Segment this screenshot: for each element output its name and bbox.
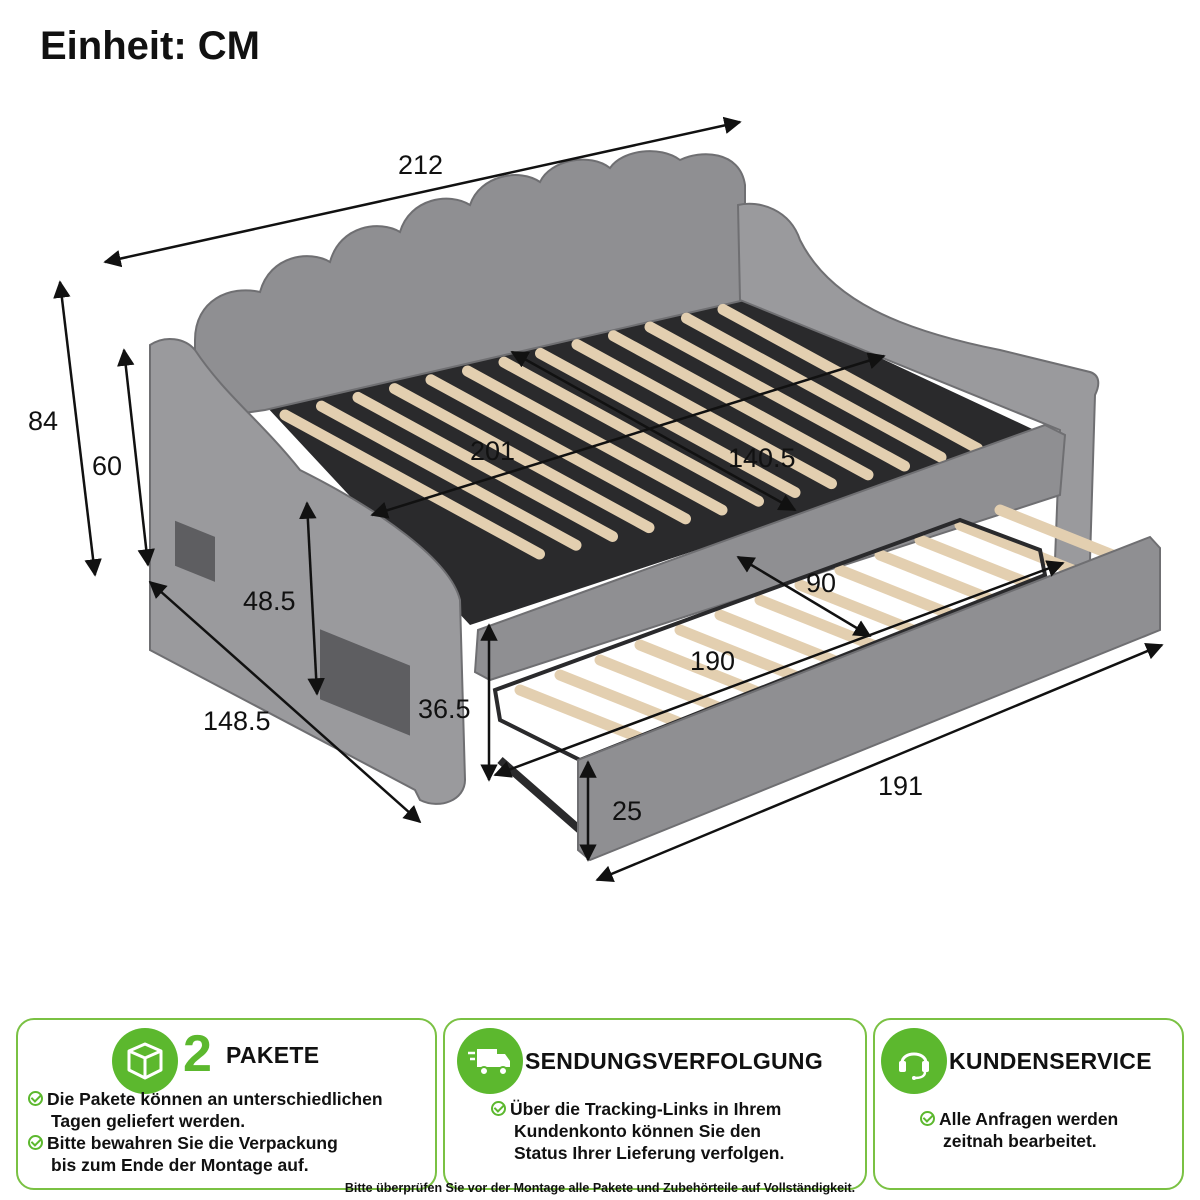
- daybed-dimension-diagram: 212 84 60 201 140.5 48.5 148.5 90 190 36…: [28, 116, 1164, 883]
- tracking-card: SENDUNGSVERFOLGUNG Über die Tracking-Lin…: [443, 1018, 867, 1190]
- packages-card: 2 PAKETE Die Pakete können an unterschie…: [16, 1018, 437, 1190]
- dim-side-height: 60: [92, 451, 122, 481]
- packages-title: PAKETE: [226, 1042, 320, 1068]
- package-count: 2: [183, 1025, 212, 1083]
- packages-item-1-cont: Tagen geliefert werden.: [51, 1111, 246, 1131]
- dim-line-trundle-length: [595, 642, 1164, 883]
- dim-line-total-height: [53, 280, 102, 577]
- dim-inner-width: 140.5: [728, 443, 796, 473]
- dim-line-total-depth: [148, 580, 422, 824]
- unit-title: Einheit: CM: [40, 24, 260, 68]
- check-icon: [920, 1111, 935, 1126]
- trundle-base: [497, 756, 583, 834]
- tracking-line-2: Kundenkonto können Sie den: [514, 1121, 761, 1141]
- packages-item-2-cont: bis zum Ende der Montage auf.: [51, 1155, 309, 1175]
- dim-arm-height: 48.5: [243, 586, 296, 616]
- delivery-truck-icon: [457, 1028, 523, 1094]
- dim-line-side-height: [117, 348, 155, 567]
- footer-note: Bitte überprüfen Sie vor der Montage all…: [344, 1181, 856, 1195]
- packages-item-2: Bitte bewahren Sie die Verpackung: [28, 1132, 338, 1154]
- check-icon: [28, 1091, 43, 1106]
- daybed-illustration: [149, 150, 1161, 862]
- service-card: KUNDENSERVICE Alle Anfragen werden zeitn…: [873, 1018, 1184, 1190]
- tracking-line-1: Über die Tracking-Links in Ihrem: [491, 1098, 781, 1120]
- dim-line-inner-width: [510, 350, 797, 512]
- tracking-line-3: Status Ihrer Lieferung verfolgen.: [514, 1143, 785, 1163]
- dim-trundle-frame-height: 36.5: [418, 694, 471, 724]
- dim-trundle-length: 191: [878, 771, 923, 801]
- dim-trundle-inner-length: 190: [690, 646, 735, 676]
- check-icon: [491, 1101, 506, 1116]
- dim-total-length: 212: [398, 150, 443, 180]
- slat: [994, 504, 1127, 564]
- dim-total-height: 84: [28, 406, 58, 436]
- service-title: KUNDENSERVICE: [949, 1048, 1152, 1074]
- left-arm-handle-top: [175, 520, 215, 582]
- tracking-title: SENDUNGSVERFOLGUNG: [525, 1048, 824, 1074]
- dim-line-total-length: [103, 116, 742, 268]
- package-icon: [112, 1028, 178, 1094]
- dim-inner-length: 201: [470, 436, 515, 466]
- dim-trundle-height: 25: [612, 796, 642, 826]
- headset-icon: [881, 1028, 947, 1094]
- dim-trundle-width: 90: [806, 568, 836, 598]
- service-line-1: Alle Anfragen werden: [920, 1108, 1118, 1130]
- dim-total-depth: 148.5: [203, 706, 271, 736]
- service-line-2: zeitnah bearbeitet.: [943, 1131, 1097, 1151]
- check-icon: [28, 1135, 43, 1150]
- packages-item-1: Die Pakete können an unterschiedlichen: [28, 1088, 383, 1110]
- dimension-lines: [53, 116, 1164, 883]
